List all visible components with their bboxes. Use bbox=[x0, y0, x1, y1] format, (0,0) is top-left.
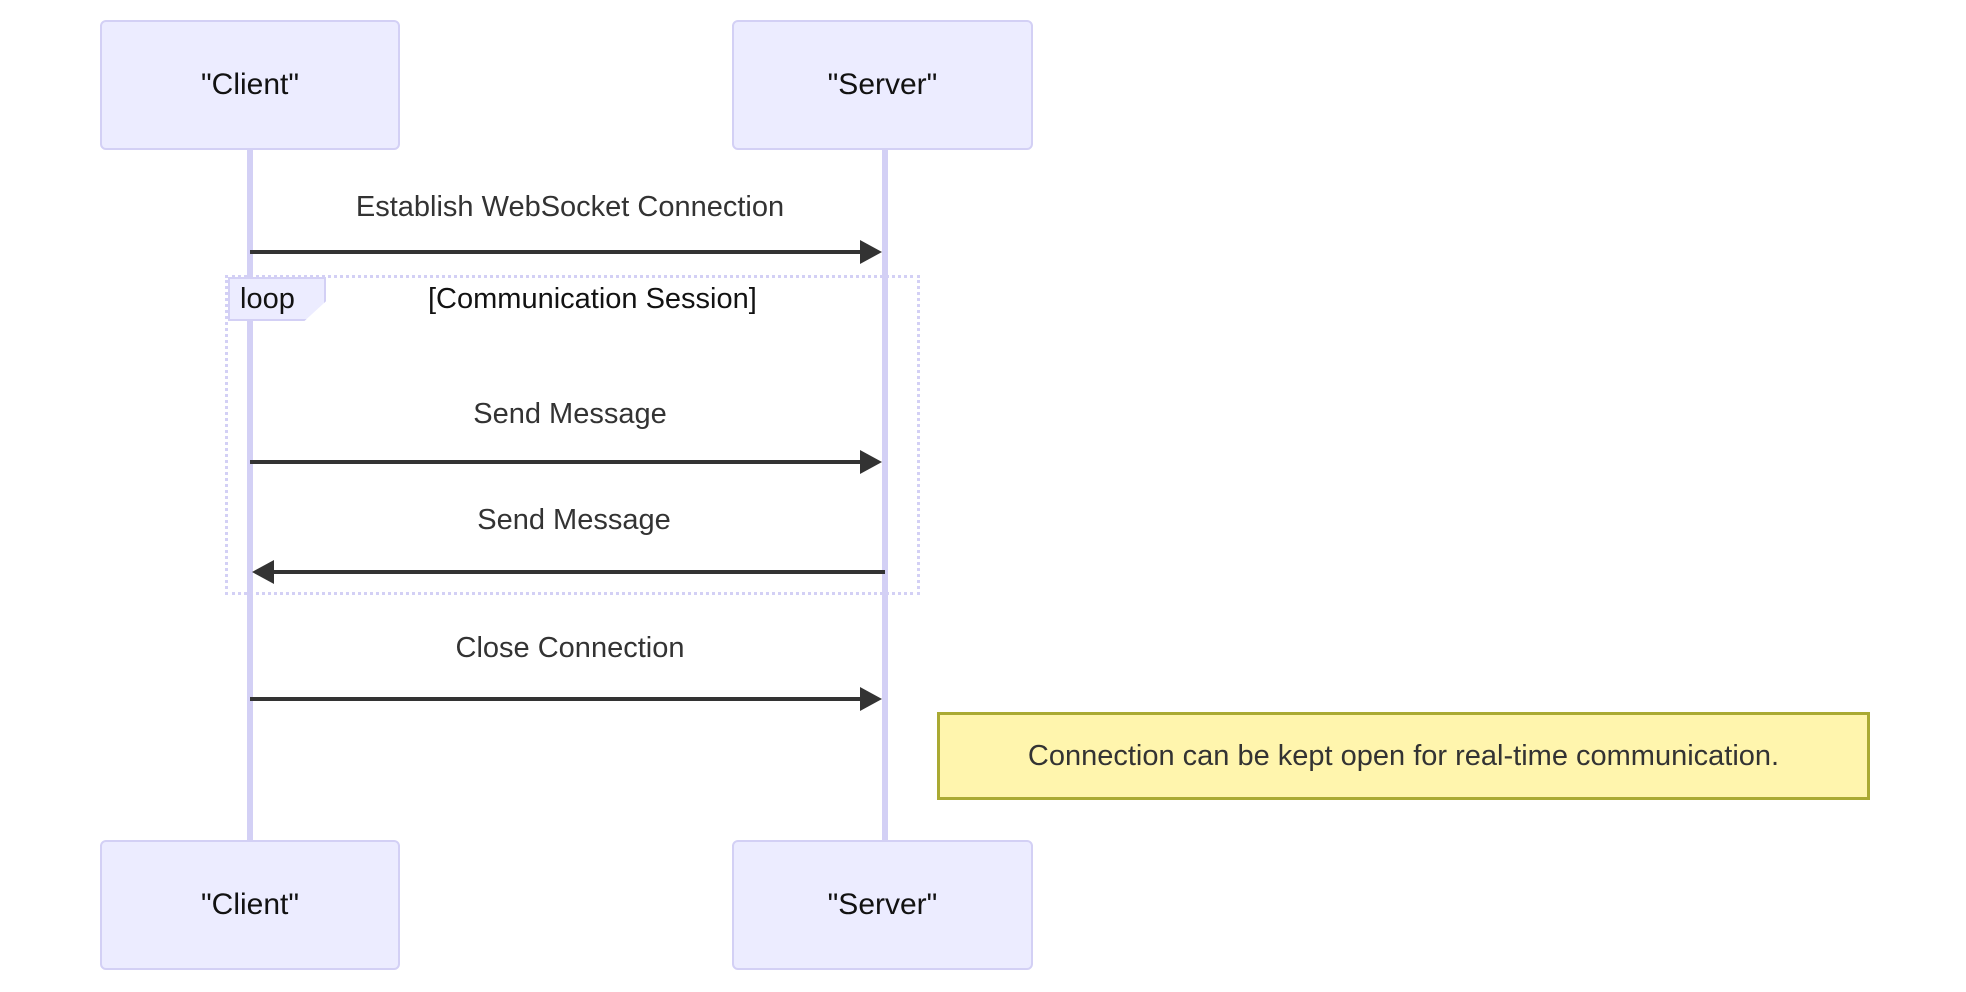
lifeline-server bbox=[882, 148, 888, 846]
arrow-head-left-send-message-inbound bbox=[252, 560, 274, 584]
message-label-send-message-inbound: Send Message bbox=[477, 504, 671, 536]
participant-box-client-bottom[interactable]: "Client" bbox=[100, 840, 400, 970]
participant-label-server-bottom: "Server" bbox=[827, 888, 938, 921]
message-label-close-connection: Close Connection bbox=[455, 632, 685, 664]
message-line-establish-websocket-connection bbox=[250, 250, 862, 254]
arrow-head-right-close-connection bbox=[860, 687, 882, 711]
message-line-send-message-inbound bbox=[274, 570, 885, 574]
loop-keyword-tag: loop bbox=[228, 277, 326, 321]
participant-label-client-top: "Client" bbox=[201, 68, 299, 101]
note-text: Connection can be kept open for real-tim… bbox=[1027, 739, 1780, 772]
message-line-close-connection bbox=[250, 697, 862, 701]
message-line-send-message-outbound bbox=[250, 460, 862, 464]
message-label-establish-websocket-connection: Establish WebSocket Connection bbox=[355, 191, 785, 223]
loop-keyword-label: loop bbox=[240, 282, 295, 315]
participant-label-client-bottom: "Client" bbox=[201, 888, 299, 921]
participant-box-server-bottom[interactable]: "Server" bbox=[732, 840, 1033, 970]
participant-label-server-top: "Server" bbox=[827, 68, 938, 101]
lifeline-client bbox=[247, 148, 253, 846]
participant-box-server-top[interactable]: "Server" bbox=[732, 20, 1033, 150]
arrow-head-right-establish-websocket-connection bbox=[860, 240, 882, 264]
loop-title-label: [Communication Session] bbox=[428, 283, 757, 315]
message-label-send-message-outbound: Send Message bbox=[473, 398, 667, 430]
arrow-head-right-send-message-outbound bbox=[860, 450, 882, 474]
loop-block bbox=[225, 275, 920, 595]
participant-box-client-top[interactable]: "Client" bbox=[100, 20, 400, 150]
note-box-realtime-communication: Connection can be kept open for real-tim… bbox=[937, 712, 1870, 800]
